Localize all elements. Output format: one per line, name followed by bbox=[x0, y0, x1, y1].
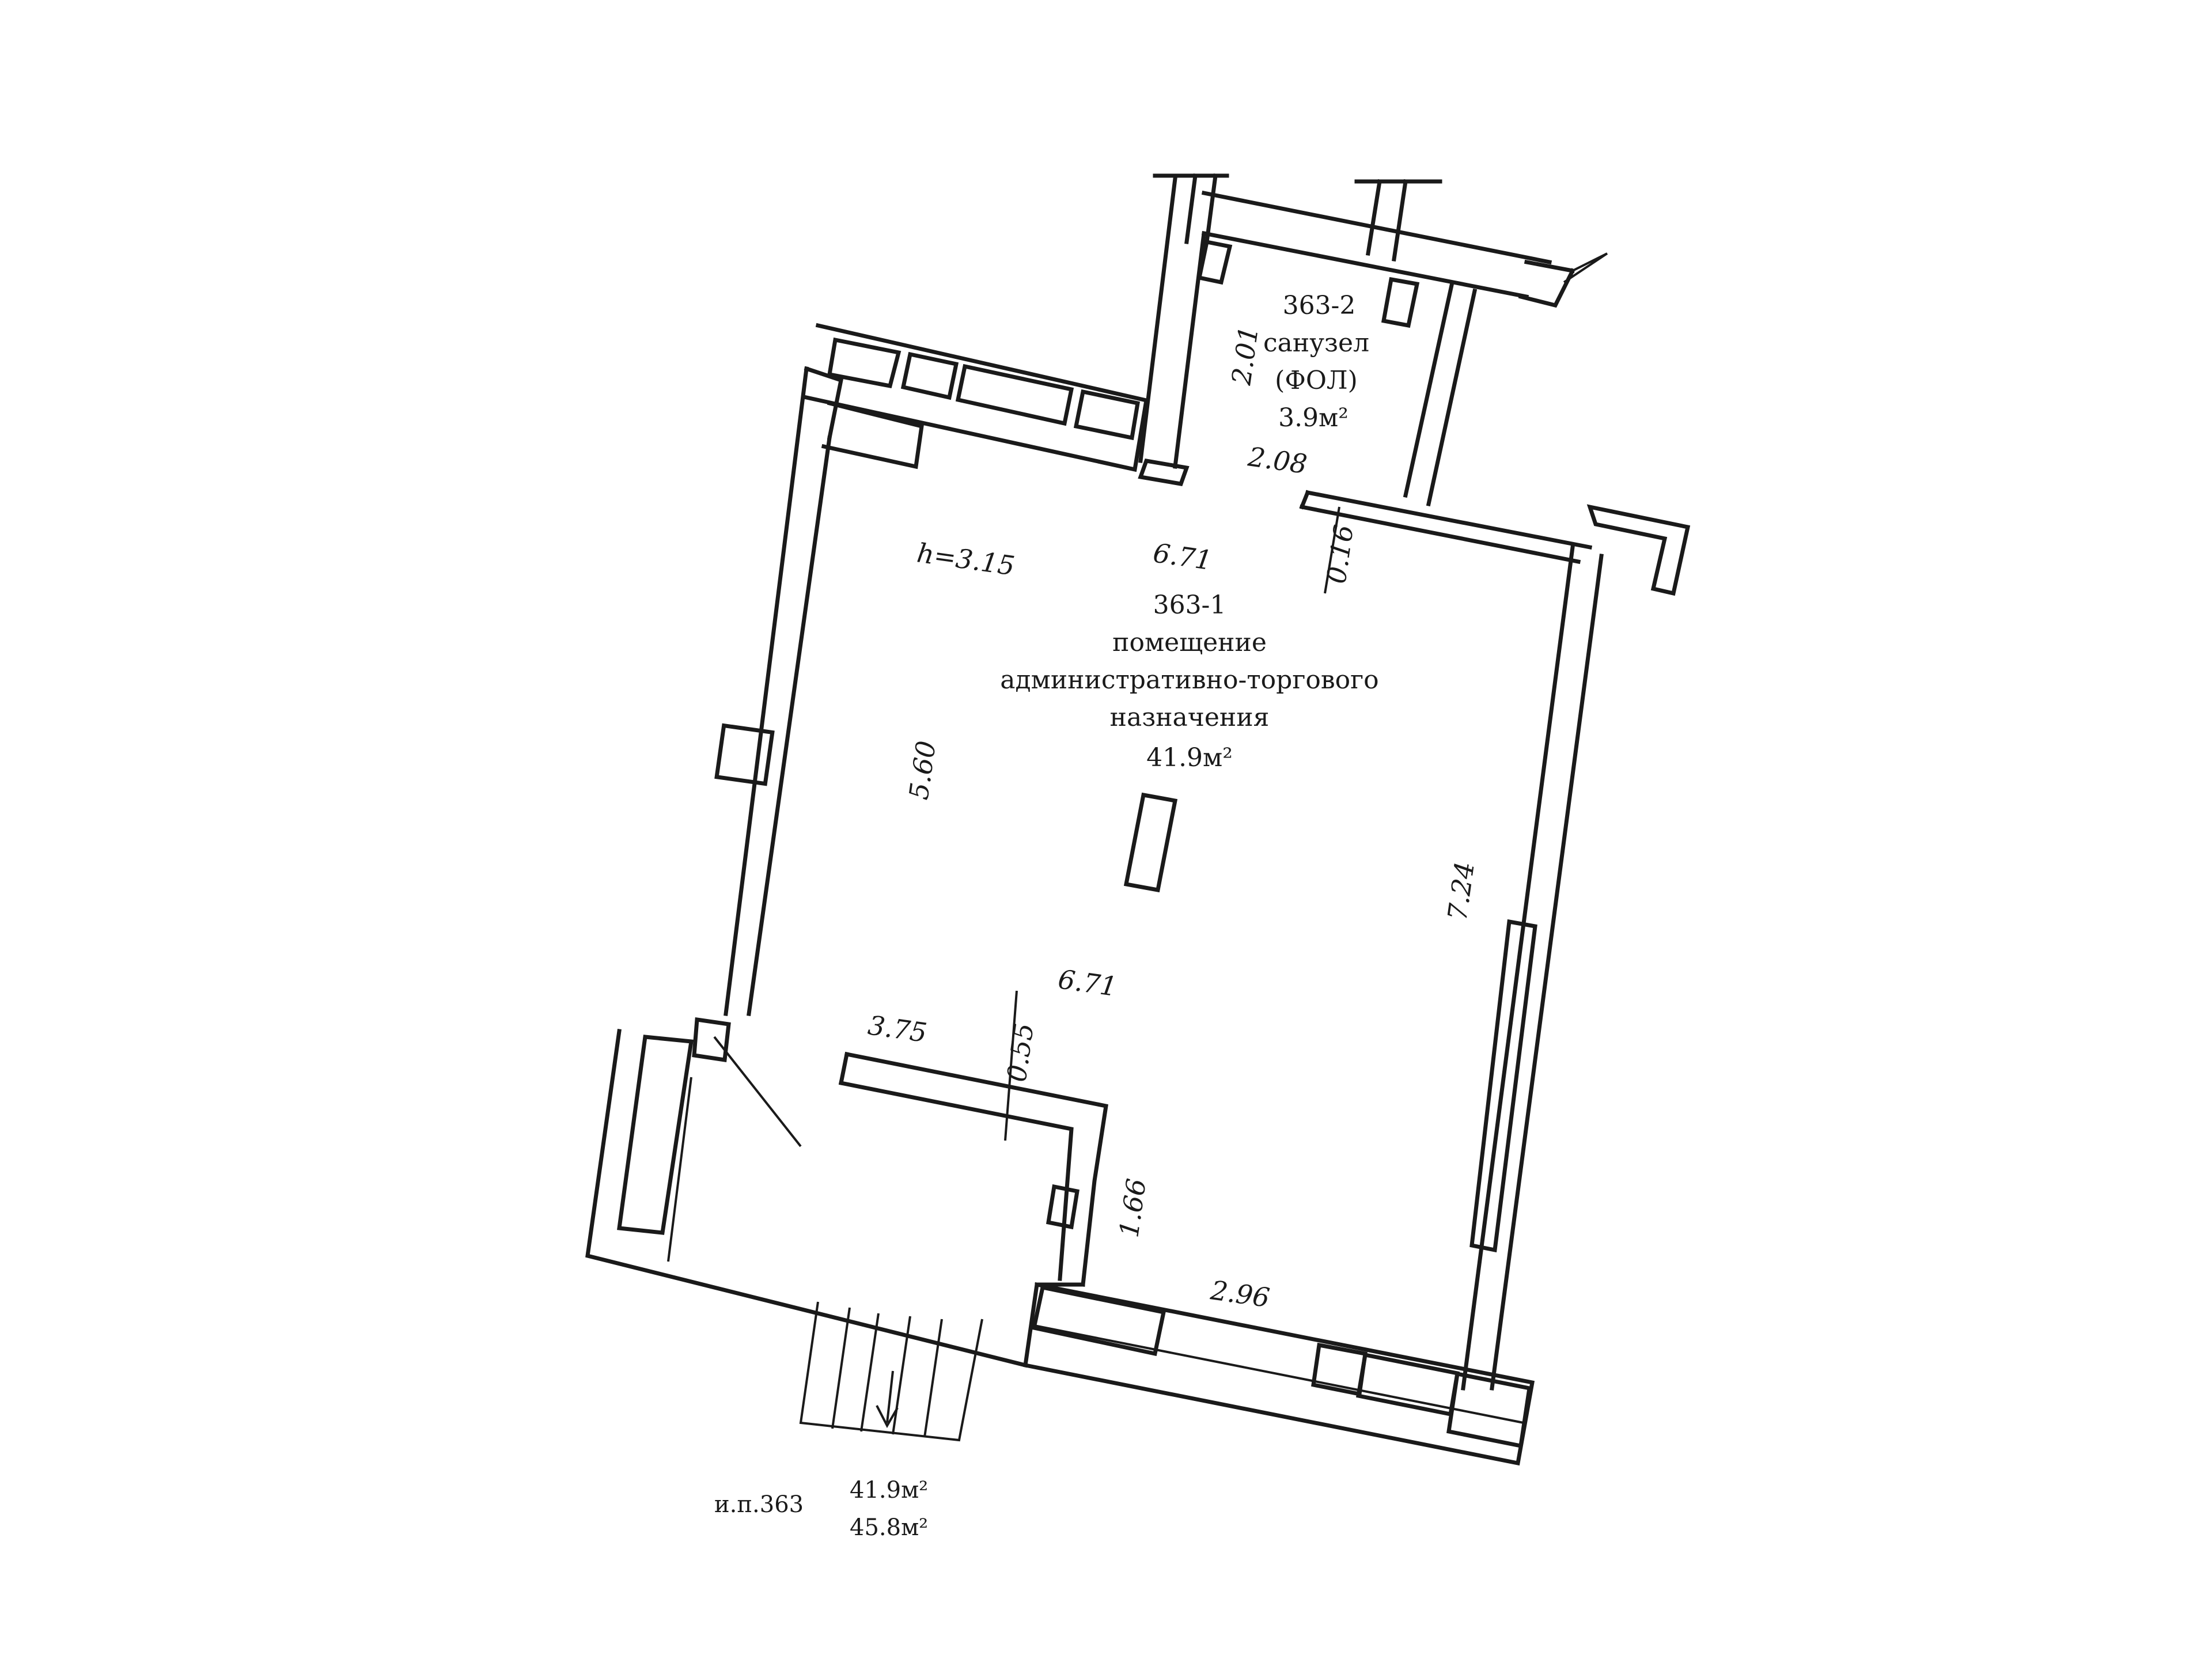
room-number: 363-1 bbox=[1153, 590, 1226, 620]
entrance-left-column bbox=[692, 1017, 731, 1063]
wc-tr-niche bbox=[1381, 276, 1420, 328]
dim-wall-gap: 0.16 bbox=[1320, 523, 1359, 586]
left-wall-outer bbox=[724, 366, 809, 1016]
dim-wc-height: 2.01 bbox=[1225, 324, 1264, 388]
vestibule-wall-inner bbox=[838, 1080, 1074, 1281]
top-window-band-outer bbox=[804, 323, 1149, 472]
top-window-frame-2 bbox=[900, 351, 959, 400]
vestibule-column bbox=[1046, 1184, 1080, 1230]
entrance-left-outer bbox=[585, 1029, 1028, 1368]
wc-area: 3.9м² bbox=[1278, 403, 1349, 433]
room-name-line-1: помещение bbox=[1112, 628, 1267, 657]
summary-area-main: 41.9м² bbox=[850, 1477, 928, 1503]
left-wall-inner bbox=[747, 435, 832, 1016]
bottom-wall-block-4 bbox=[1446, 1371, 1532, 1449]
wc-room-walls bbox=[1138, 173, 1608, 565]
wc-right-wall-inner bbox=[1426, 288, 1478, 507]
top-shaft-right bbox=[1354, 179, 1442, 262]
entrance-left-pillar bbox=[617, 1035, 694, 1235]
dim-bottom-length: 2.96 bbox=[1208, 1274, 1271, 1313]
right-wall-outer bbox=[1461, 545, 1575, 1391]
left-column bbox=[714, 723, 775, 786]
room-area: 41.9м² bbox=[1146, 743, 1233, 772]
dimension-lines bbox=[1004, 506, 1340, 1141]
wc-bottom-stub bbox=[1299, 490, 1310, 510]
right-wall-window bbox=[1469, 919, 1537, 1253]
area-summary: и.п.363 41.9м² 45.8м² bbox=[714, 1477, 928, 1541]
summary-label: и.п.363 bbox=[714, 1491, 804, 1518]
wc-left-wall-outer bbox=[1138, 176, 1177, 463]
main-room-walls bbox=[585, 323, 1691, 1466]
top-right-corridor bbox=[1518, 259, 1575, 308]
dim-vestibule-length: 3.75 bbox=[866, 1009, 929, 1048]
top-shaft-left bbox=[1153, 173, 1229, 244]
top-inner-ledge bbox=[821, 400, 924, 469]
top-right-stub bbox=[1138, 459, 1190, 486]
dim-wc-width: 2.08 bbox=[1245, 441, 1309, 480]
entrance-door-leaf bbox=[713, 1036, 802, 1147]
dim-line-055 bbox=[1004, 990, 1018, 1141]
dim-vestibule-wall: 0.55 bbox=[1001, 1021, 1040, 1084]
entrance-stairs bbox=[799, 1301, 983, 1442]
wc-number: 363-2 bbox=[1283, 291, 1356, 320]
top-window-frame-1 bbox=[827, 337, 902, 389]
wc-right-wall-outer bbox=[1403, 282, 1455, 498]
right-wall-inner bbox=[1490, 554, 1604, 1391]
wc-name: санузел bbox=[1263, 328, 1369, 358]
summary-area-total: 45.8м² bbox=[850, 1514, 928, 1541]
dim-middle-length: 6.71 bbox=[1056, 963, 1119, 1002]
top-window-frame-3 bbox=[955, 363, 1074, 426]
dim-corner-height: 1.66 bbox=[1113, 1177, 1152, 1240]
ceiling-height: h=3.15 bbox=[915, 537, 1016, 581]
wc-top-wall-outer bbox=[1201, 190, 1552, 265]
room-name-line-3: назначения bbox=[1110, 703, 1270, 732]
central-column bbox=[1123, 792, 1178, 893]
wc-tl-niche bbox=[1196, 239, 1233, 285]
top-right-break bbox=[1563, 252, 1608, 283]
bottom-wall-block-1 bbox=[1031, 1285, 1166, 1357]
right-top-column bbox=[1586, 504, 1691, 596]
wc-bottom-wall bbox=[1299, 490, 1593, 565]
dim-right-length: 7.24 bbox=[1441, 860, 1480, 923]
bottom-wall-outer bbox=[1023, 1282, 1535, 1466]
wc-label: 363-2 санузел (ФОЛ) 3.9м² bbox=[1263, 291, 1369, 433]
dim-top-length: 6.71 bbox=[1151, 537, 1214, 576]
main-room-label: 363-1 помещение административно-торговог… bbox=[1000, 590, 1378, 772]
wc-class: (ФОЛ) bbox=[1275, 366, 1358, 395]
vestibule-wall-cap bbox=[838, 1051, 850, 1086]
dim-line-016 bbox=[1324, 506, 1340, 594]
bottom-wall-mid bbox=[1031, 1324, 1524, 1424]
wc-top-wall-inner bbox=[1201, 230, 1529, 300]
entrance-inner-line bbox=[667, 1077, 692, 1262]
stairs-arrow bbox=[876, 1370, 899, 1429]
top-window-frame-4 bbox=[1073, 389, 1141, 441]
left-wall-cap bbox=[804, 366, 844, 441]
dim-left-length: 5.60 bbox=[903, 739, 942, 802]
room-name-line-2: административно-торгового bbox=[1000, 665, 1378, 695]
vestibule-wall-top bbox=[844, 1051, 1108, 1287]
